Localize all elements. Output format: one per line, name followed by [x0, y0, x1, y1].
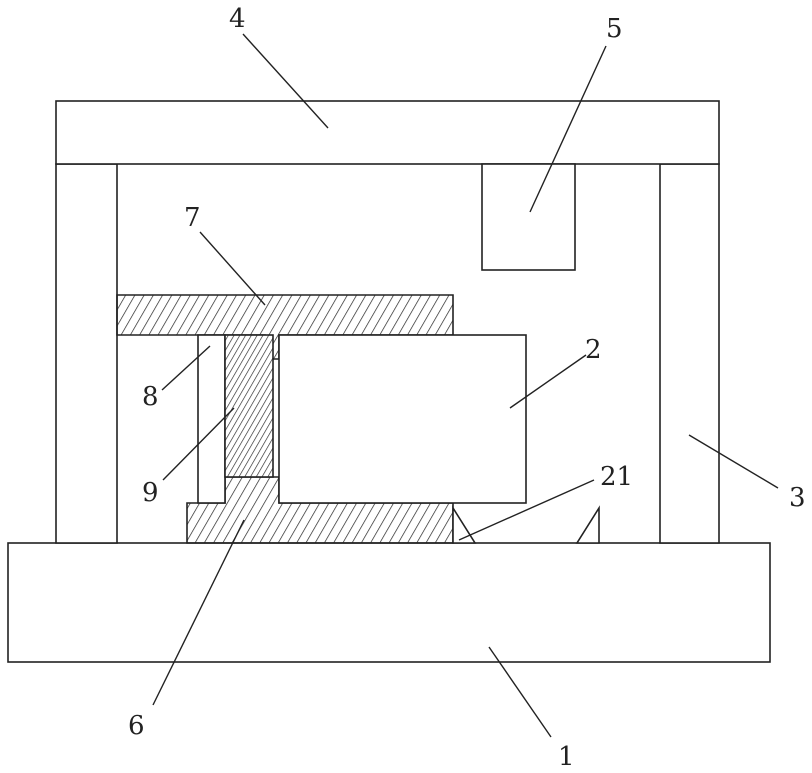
top-beam: [56, 101, 719, 164]
punch: [482, 164, 575, 270]
insert: [225, 335, 273, 477]
callout-3: 3: [789, 483, 806, 513]
base-plate: [8, 543, 770, 662]
callout-7: 7: [184, 203, 201, 233]
leader-7: [200, 232, 265, 305]
callout-4: 4: [229, 4, 246, 34]
callout-2: 2: [585, 335, 602, 365]
right-column: [660, 164, 719, 543]
callout-6: 6: [128, 711, 145, 741]
callout-5: 5: [606, 14, 623, 44]
callout-21: 21: [600, 462, 633, 492]
left-column: [56, 164, 117, 543]
callout-9: 9: [142, 478, 159, 508]
workpiece-block: [279, 335, 526, 503]
wedge-right: [577, 508, 599, 543]
callout-8: 8: [142, 382, 159, 412]
callout-1: 1: [558, 742, 575, 772]
guide-post: [198, 335, 225, 503]
